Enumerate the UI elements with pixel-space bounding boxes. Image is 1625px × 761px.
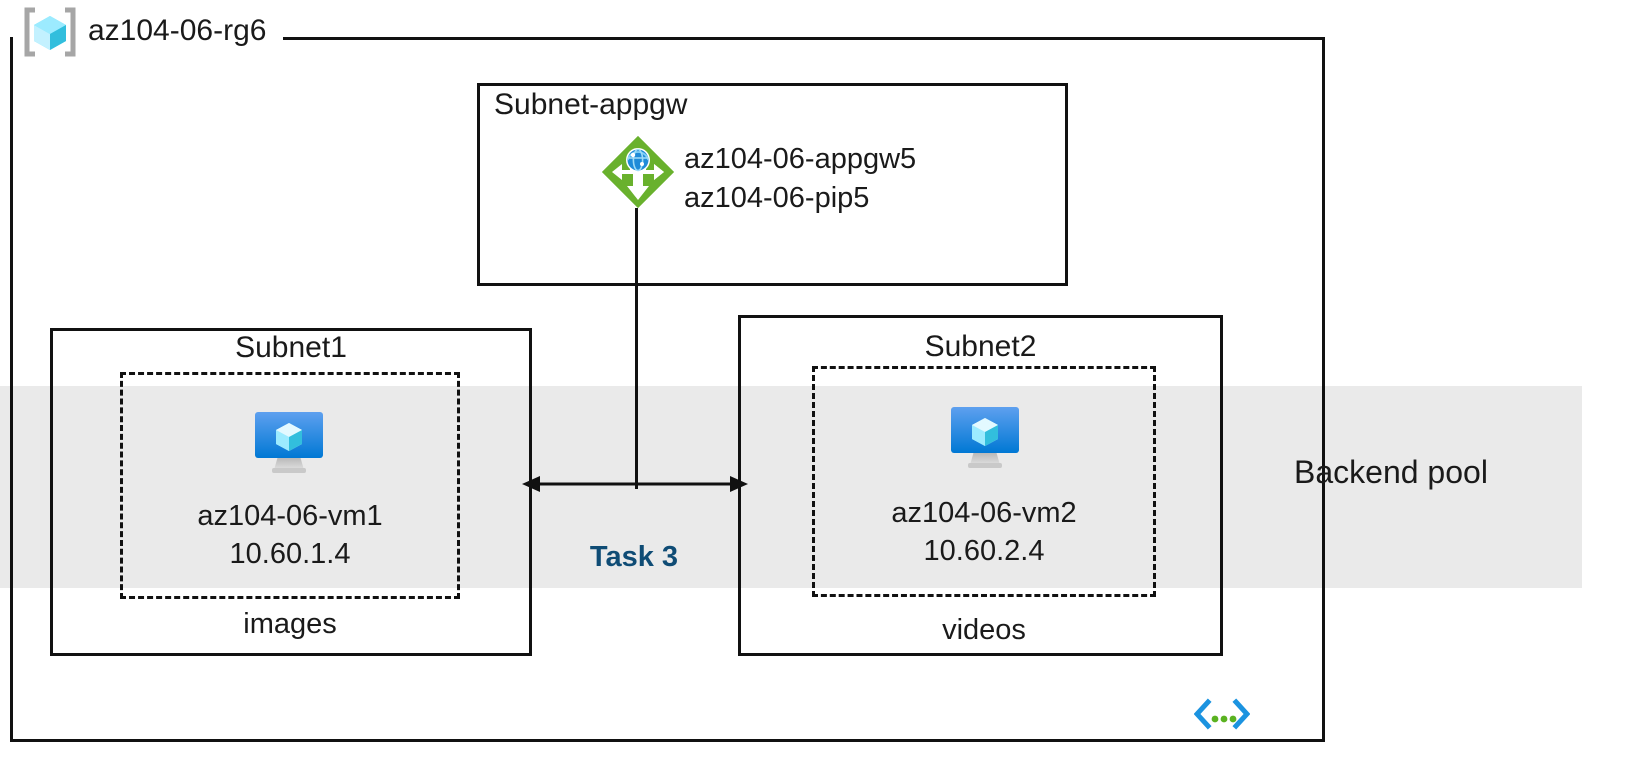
backend-pool-label: Backend pool bbox=[1294, 454, 1488, 490]
resource-group-name: az104-06-rg6 bbox=[88, 14, 267, 47]
vm2-ip: 10.60.2.4 bbox=[923, 535, 1045, 567]
appgw-to-vms-connector bbox=[635, 208, 638, 489]
appgw-public-ip-name: az104-06-pip5 bbox=[684, 182, 870, 214]
subnet1-title: Subnet1 bbox=[235, 331, 347, 364]
subnet1-boundary bbox=[50, 328, 532, 656]
vm2-name: az104-06-vm2 bbox=[891, 497, 1077, 529]
application-gateway-icon bbox=[600, 134, 676, 210]
subnet-appgw-boundary bbox=[477, 83, 1068, 286]
subnet2-vm-caption: az104-06-vm2 10.60.2.4 bbox=[812, 494, 1156, 570]
subnet2-title: Subnet2 bbox=[924, 330, 1037, 363]
vm1-ip: 10.60.1.4 bbox=[229, 538, 351, 570]
resource-group-boundary bbox=[10, 37, 1325, 742]
appgw-resource-labels: az104-06-appgw5 az104-06-pip5 bbox=[684, 140, 916, 218]
subnet1-footer-label: images bbox=[243, 608, 337, 640]
subnet2-footer-label: videos bbox=[942, 614, 1026, 646]
virtual-machine-icon bbox=[948, 403, 1022, 471]
appgw-name: az104-06-appgw5 bbox=[684, 143, 917, 175]
vm1-name: az104-06-vm1 bbox=[197, 500, 383, 532]
virtual-machine-icon bbox=[252, 408, 326, 476]
subnet1-subnet2-bidirectional-arrow bbox=[520, 472, 750, 496]
resource-group-cube-icon bbox=[22, 7, 78, 57]
subnet-appgw-title: Subnet-appgw bbox=[494, 88, 688, 121]
code-brackets-icon bbox=[1193, 698, 1251, 730]
subnet1-vm-caption: az104-06-vm1 10.60.1.4 bbox=[120, 497, 460, 573]
subnet1-vm-group-boundary bbox=[120, 372, 460, 599]
subnet2-vm-group-boundary bbox=[812, 366, 1156, 597]
task3-annotation: Task 3 bbox=[589, 541, 679, 573]
